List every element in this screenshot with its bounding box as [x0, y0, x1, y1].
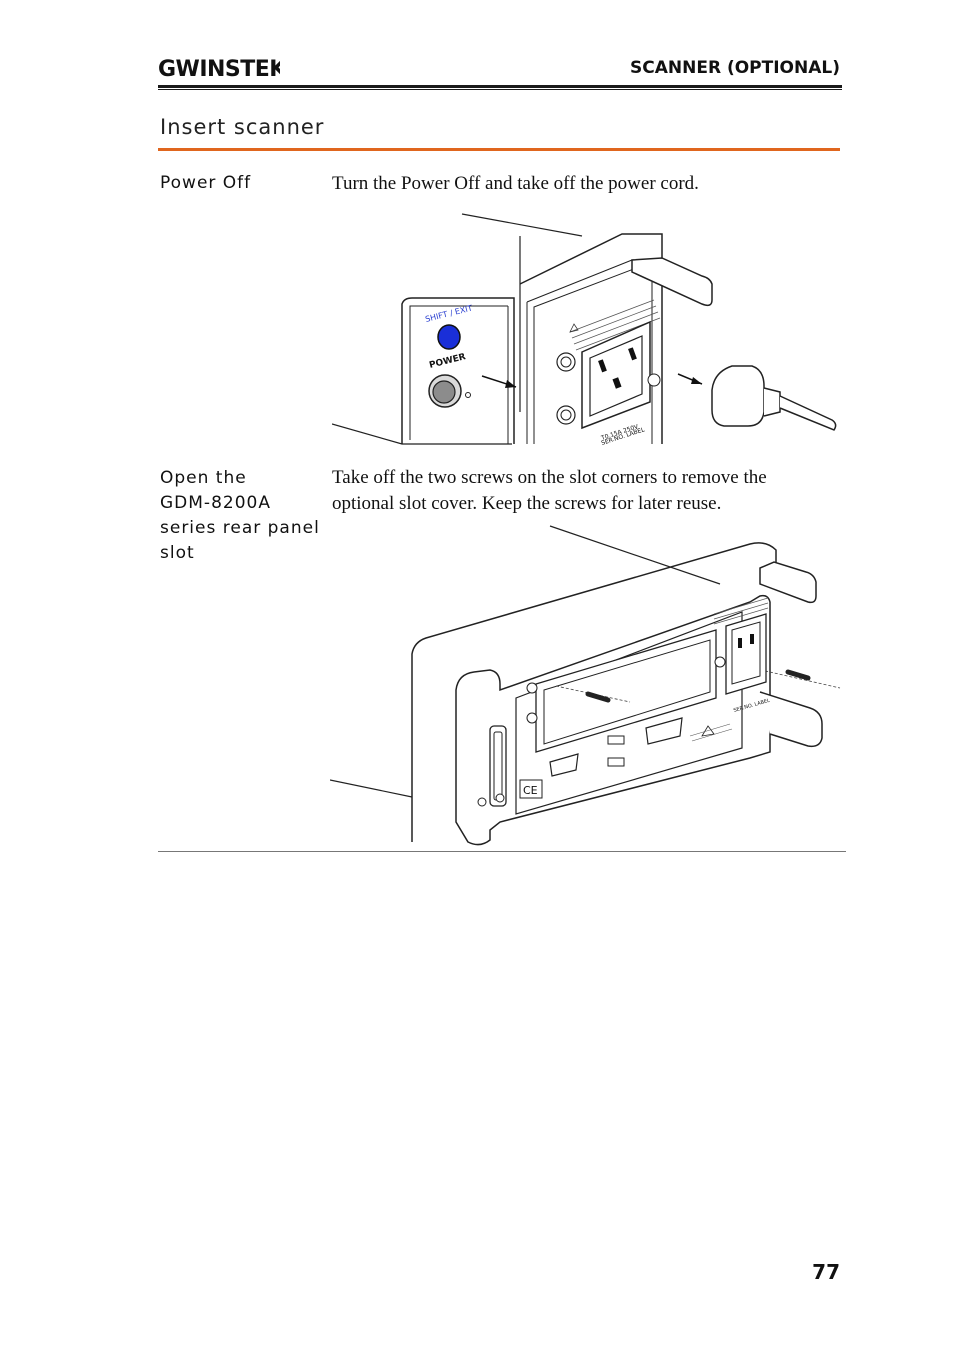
brand-logo-text: GWINSTEK	[158, 57, 280, 80]
section-end-rule	[158, 851, 846, 852]
brand-logo: GWINSTEK	[158, 56, 288, 85]
step-2-label-line: Open the	[160, 468, 247, 488]
step-2-label-line: series rear panel	[160, 518, 320, 538]
step-1-label: Power Off	[160, 173, 252, 193]
step-2-text: Take off the two screws on the slot corn…	[332, 465, 767, 517]
power-label: POWER	[428, 352, 467, 371]
section-rule	[158, 148, 840, 151]
step-2-label: Open the GDM-8200A series rear panel slo…	[160, 466, 320, 566]
ce-mark: CE	[523, 784, 538, 797]
section-title: Insert scanner	[160, 115, 325, 139]
power-button	[432, 380, 456, 404]
figure-rear-panel-slot: CE SER.NO. LABEL	[329, 522, 845, 857]
page-number: 77	[812, 1260, 840, 1284]
header-section-title: SCANNER (OPTIONAL)	[630, 58, 840, 78]
header-rule	[158, 85, 842, 88]
step-2-label-line: slot	[160, 543, 195, 563]
shift-exit-label: SHIFT / EXIT	[424, 303, 473, 323]
step-2-text-line: optional slot cover. Keep the screws for…	[332, 493, 722, 514]
figure-power-off: SHIFT / EXIT POWER	[331, 212, 844, 453]
screw-left	[585, 691, 611, 703]
power-plug	[711, 365, 765, 427]
step-1-text: Turn the Power Off and take off the powe…	[332, 173, 699, 194]
header-rule-thin	[158, 89, 842, 90]
screw-right	[785, 669, 811, 681]
step-2-text-line: Take off the two screws on the slot corn…	[332, 467, 767, 488]
shift-exit-button	[437, 324, 461, 350]
step-2-label-line: GDM-8200A	[160, 493, 271, 513]
